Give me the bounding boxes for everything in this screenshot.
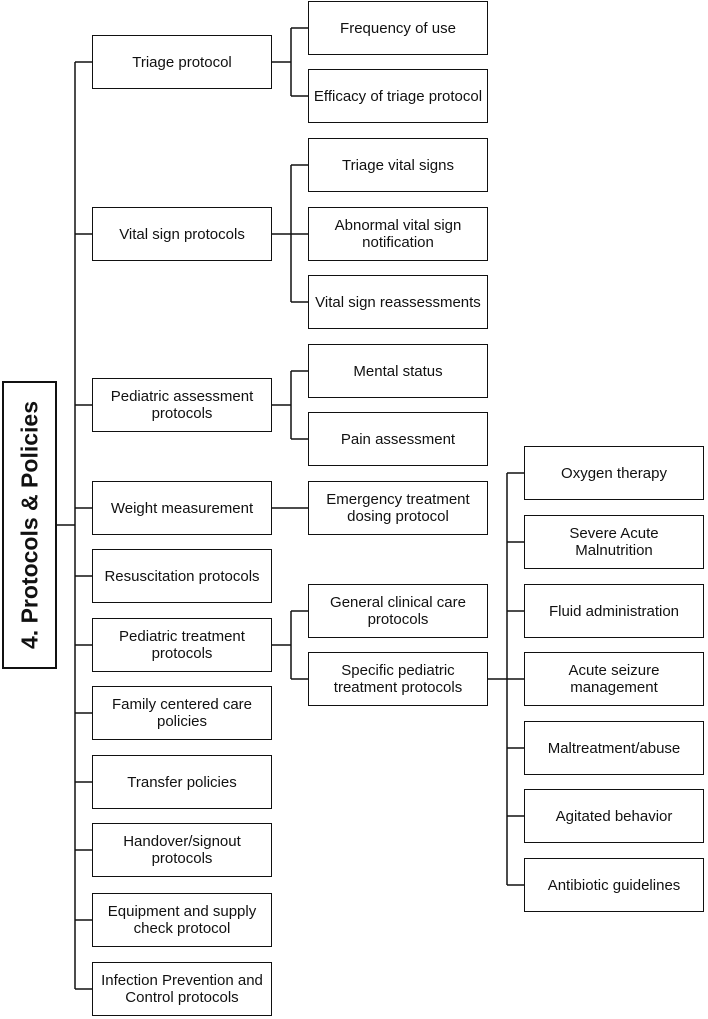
category-handover-signout-protocols: Handover/signout protocols	[92, 823, 272, 877]
item-maltreatment-abuse: Maltreatment/abuse	[524, 721, 704, 775]
item-general-clinical-care-protocols: General clinical care protocols	[308, 584, 488, 638]
root-label: 4. Protocols & Policies	[16, 401, 42, 649]
connector-vital-children	[272, 164, 308, 303]
item-agitated-behavior: Agitated behavior	[524, 789, 704, 843]
category-vital-sign-protocols: Vital sign protocols	[92, 207, 272, 261]
item-mental-status: Mental status	[308, 344, 488, 398]
item-abnormal-vital-sign-notification: Abnormal vital sign notification	[308, 207, 488, 261]
category-transfer-policies: Transfer policies	[92, 755, 272, 809]
item-triage-vital-signs: Triage vital signs	[308, 138, 488, 192]
category-weight-measurement: Weight measurement	[92, 481, 272, 535]
item-oxygen-therapy: Oxygen therapy	[524, 446, 704, 500]
item-vital-sign-reassessments: Vital sign reassessments	[308, 275, 488, 329]
connector-assessment-children	[272, 370, 308, 440]
category-equipment-supply-check-protocol: Equipment and supply check protocol	[92, 893, 272, 947]
item-specific-pediatric-treatment-protocols: Specific pediatric treatment protocols	[308, 652, 488, 706]
category-family-centered-care-policies: Family centered care policies	[92, 686, 272, 740]
item-acute-seizure-management: Acute seizure management	[524, 652, 704, 706]
category-pediatric-assessment-protocols: Pediatric assessment protocols	[92, 378, 272, 432]
item-efficacy-of-triage-protocol: Efficacy of triage protocol	[308, 69, 488, 123]
item-severe-acute-malnutrition: Severe Acute Malnutrition	[524, 515, 704, 569]
connector-triage-children	[272, 27, 308, 97]
item-antibiotic-guidelines: Antibiotic guidelines	[524, 858, 704, 912]
category-resuscitation-protocols: Resuscitation protocols	[92, 549, 272, 603]
category-triage-protocol: Triage protocol	[92, 35, 272, 89]
connector-treatment-children	[272, 610, 308, 680]
item-pain-assessment: Pain assessment	[308, 412, 488, 466]
item-emergency-treatment-dosing-protocol: Emergency treatment dosing protocol	[308, 481, 488, 535]
category-pediatric-treatment-protocols: Pediatric treatment protocols	[92, 618, 272, 672]
connector-specific-children	[488, 472, 524, 886]
item-fluid-administration: Fluid administration	[524, 584, 704, 638]
root-node: 4. Protocols & Policies	[2, 381, 57, 669]
item-frequency-of-use: Frequency of use	[308, 1, 488, 55]
category-infection-prevention-control-protocols: Infection Prevention and Control protoco…	[92, 962, 272, 1016]
